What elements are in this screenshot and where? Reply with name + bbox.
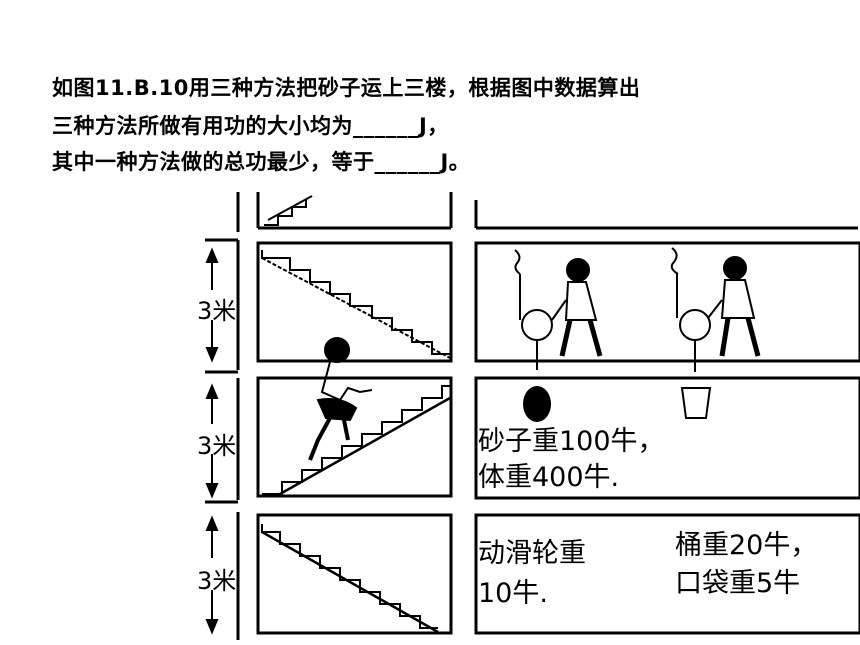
body-weight-label: 体重400牛. xyxy=(478,462,620,493)
pulley-weight-value: 10牛. xyxy=(478,578,548,609)
bucket-icon xyxy=(680,387,712,419)
stairs xyxy=(261,524,438,629)
pulley-panel-bottom xyxy=(474,513,860,635)
stair-box-bottom xyxy=(256,513,453,635)
pulley-man-2-icon xyxy=(670,247,761,372)
pulley-panel-top xyxy=(474,241,860,363)
floor-height-label: 3米 xyxy=(197,297,237,325)
stair-icon xyxy=(264,200,307,226)
question-line-1: 如图11.B.10用三种方法把砂子运上三楼，根据图中数据算出 xyxy=(52,76,641,100)
bag-weight-label: 口袋重5牛 xyxy=(675,568,801,599)
bucket-weight-label: 桶重20牛， xyxy=(675,530,818,561)
height-arrow-icon xyxy=(205,247,219,635)
question-line-3: 其中一种方法做的总功最少，等于______J。 xyxy=(52,150,471,174)
stairs xyxy=(261,250,450,355)
pulley-man-1-icon xyxy=(514,249,603,370)
sand-weight-label: 砂子重100牛， xyxy=(478,426,665,457)
pulley-weight-label: 动滑轮重 xyxy=(478,538,586,569)
stair-rail xyxy=(279,396,451,496)
sand-bag-icon xyxy=(523,386,551,422)
stair-box-middle xyxy=(256,376,453,498)
floor-height-label: 3米 xyxy=(197,567,237,595)
stair-rail xyxy=(261,257,451,359)
question-line-2: 三种方法所做有用功的大小均为______J， xyxy=(52,114,449,138)
climbing-person-icon xyxy=(308,337,373,461)
stairs xyxy=(262,385,450,495)
stair-box-top xyxy=(256,241,453,363)
stair-icon xyxy=(267,195,313,221)
pulley-panel-middle xyxy=(474,376,860,500)
floor-height-label: 3米 xyxy=(197,432,237,460)
stair-rail xyxy=(261,530,439,634)
